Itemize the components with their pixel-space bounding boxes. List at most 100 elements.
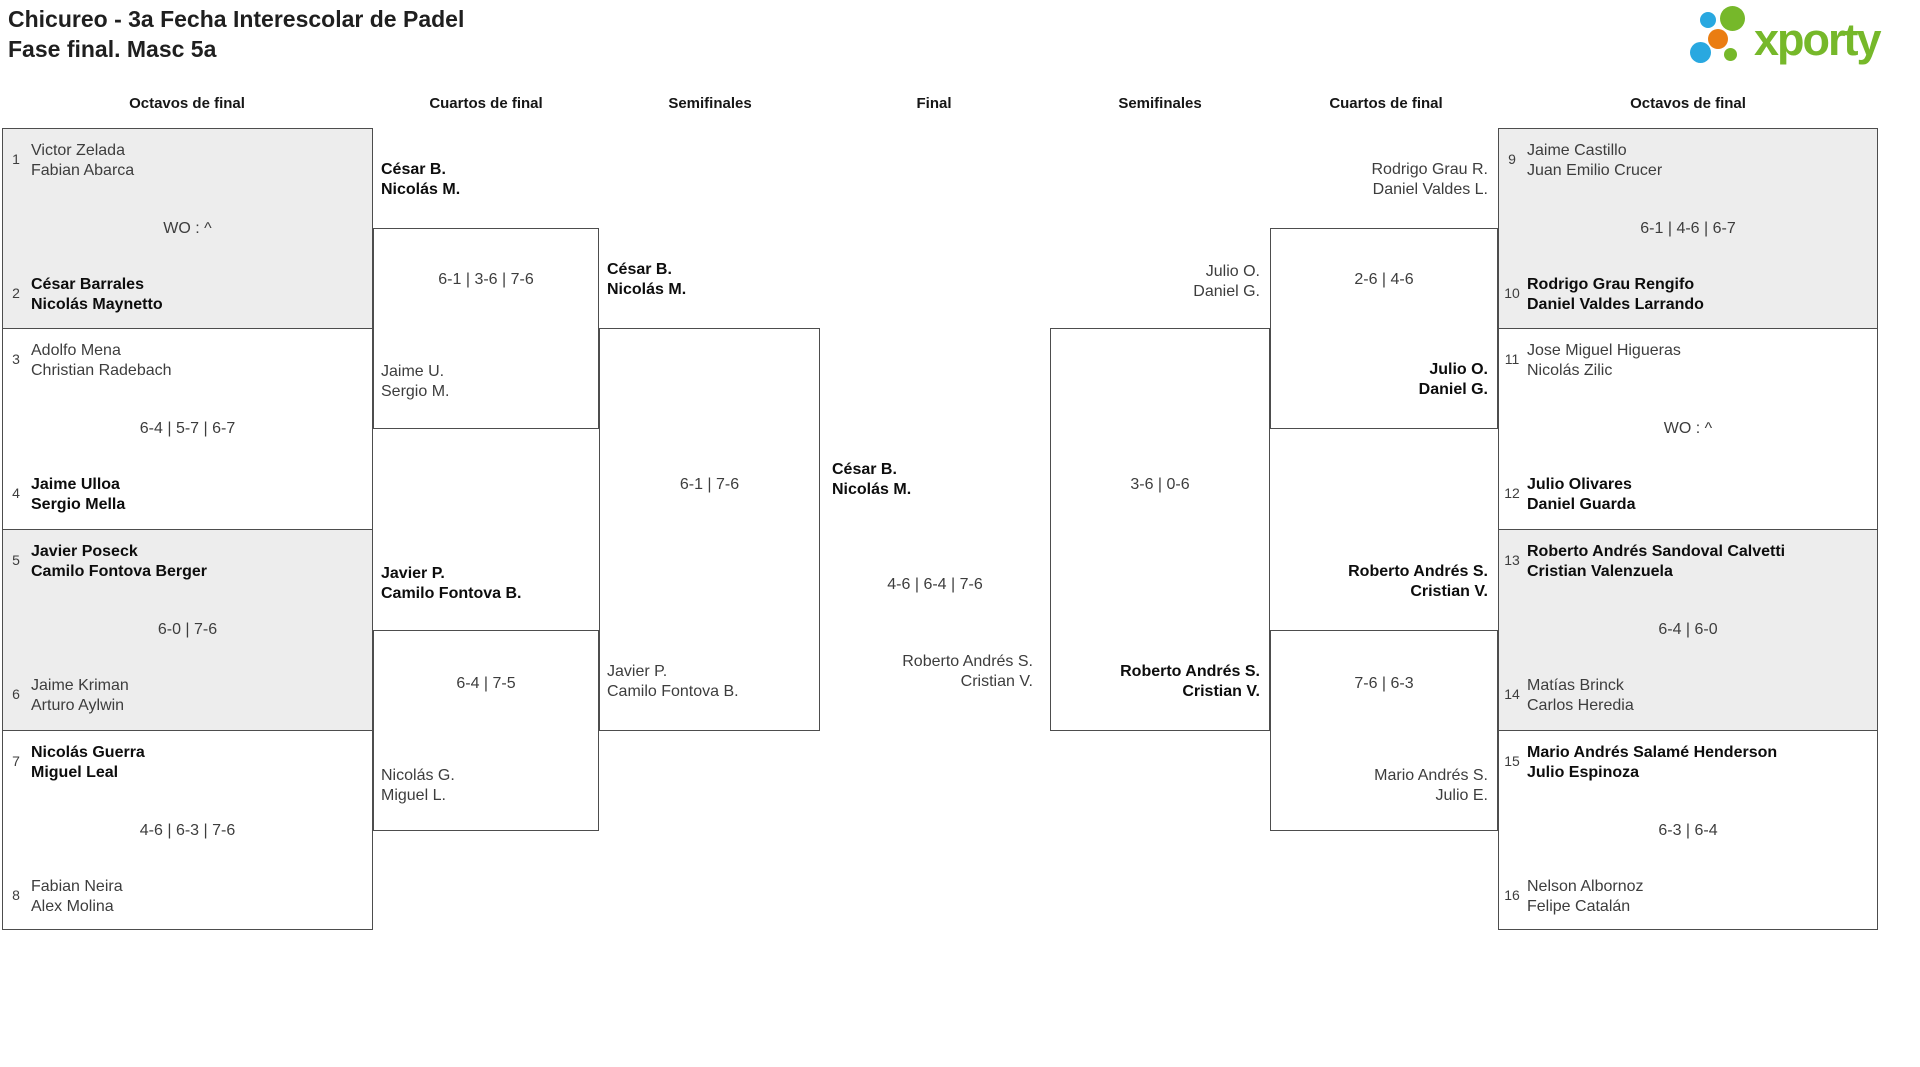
team-name-line: Julio O. [1429,361,1488,378]
team-name-line: Nicolás Zilic [1527,362,1613,379]
advancing-team-label: Jaime U. Sergio M. [381,362,449,402]
team-name-line: Camilo Fontova B. [381,585,522,602]
team-name-line: César B. [381,161,446,178]
team-name-line: Nicolás M. [832,481,912,498]
team-name-line: Juan Emilio Crucer [1527,162,1663,179]
team-name-line: Camilo Fontova B. [607,683,739,700]
team-name-line: Roberto Andrés S. [1348,563,1488,580]
seed-number: 5 [12,552,20,568]
team-name-line: Sergio M. [381,383,450,400]
team-name-line: Julio Espinoza [1527,764,1640,781]
round-header: Final [916,95,952,112]
match-score: WO : ^ [1663,420,1713,437]
team-name-line: Miguel L. [381,787,446,804]
seed-number: 11 [1504,351,1520,367]
team-name-line: Mario Andrés Salamé Henderson [1527,744,1778,761]
team-name-line: Mario Andrés S. [1374,767,1488,784]
match-score: 6-0 | 7-6 [157,621,218,638]
team-name-line: Jose Miguel Higueras [1527,342,1681,359]
bracket-connector-box [373,630,599,831]
team-name-line: Sergio Mella [31,496,126,513]
seed-number: 10 [1504,285,1520,301]
seed-number: 14 [1504,686,1520,702]
seed-number: 2 [12,285,20,301]
team-name-line: Jaime Ulloa [31,476,120,493]
bracket-connector-box [1050,328,1270,731]
advancing-team-label: Julio O. Daniel G. [1193,262,1260,302]
team-name-line: Cristian V. [1182,683,1260,700]
seed-number: 1 [12,151,20,167]
match-score: 7-6 | 6-3 [1354,675,1414,692]
seed-number: 7 [12,753,20,769]
advancing-team-label: César B.Nicolás M. [607,260,686,300]
match-score: 3-6 | 0-6 [1130,476,1190,493]
seed-number: 8 [12,887,20,903]
advancing-team-label: Roberto Andrés S.Cristian V. [1120,662,1260,702]
logo-dot-orange [1708,29,1728,49]
team-name-line: Julio O. [1205,263,1260,280]
match-score: 6-4 | 6-0 [1658,621,1718,638]
team-name-line: Christian Radebach [31,362,172,379]
match-score: 6-3 | 6-4 [1658,822,1718,839]
bracket-connector-box [1270,630,1498,831]
advancing-team-label: Rodrigo Grau R.Daniel Valdes L. [1372,160,1489,200]
seed-number: 16 [1504,887,1520,903]
team-name-line: Miguel Leal [31,764,119,781]
team-name-line: Fabian Abarca [31,162,135,179]
bracket-connector-box [1270,228,1498,429]
team-name-line: Fabian Neira [31,878,123,895]
match-score: 4-6 | 6-3 | 7-6 [139,822,236,839]
team-name-line: Nicolás G. [381,767,455,784]
tournament-name: Chicureo - 3a Fecha Interescolar de Pade… [8,6,465,32]
team-name-line: Adolfo Mena [31,342,121,359]
xporty-logo[interactable]: xporty [1688,4,1916,76]
bracket-connector-box [599,328,820,731]
team-name-line: Nicolás M. [381,181,461,198]
match-score: WO : ^ [163,220,212,237]
seed-number: 12 [1504,485,1520,501]
round-header: Semifinales [1118,95,1202,112]
advancing-team-label: Julio O.Daniel G. [1419,360,1488,400]
team-name-line: Nicolás Maynetto [31,296,163,313]
team-name-line: Nicolás Guerra [31,744,145,761]
match-score: 2-6 | 4-6 [1354,271,1414,288]
team-name-line: Jaime Kriman [31,677,129,694]
team-name-line: Daniel G. [1193,283,1260,300]
bracket-connector-box [373,228,599,429]
team-name-line: Roberto Andrés Sandoval Calvetti [1527,543,1786,560]
advancing-team-label: Mario Andrés S. Julio E. [1374,766,1488,806]
seed-number: 13 [1504,552,1520,568]
seed-number: 15 [1504,753,1520,769]
team-name-line: Roberto Andrés S. [902,653,1033,670]
match-score: 6-4 | 7-5 [456,675,516,692]
match-score: 6-1 | 7-6 [679,476,740,493]
advancing-team-label: César B. Nicolás M. [381,160,460,200]
team-name-line: Julio E. [1435,787,1488,804]
team-name-line: Cristian V. [1410,583,1488,600]
team-name-line: Arturo Aylwin [31,697,125,714]
advancing-team-label: Javier P.Camilo Fontova B. [381,564,521,604]
team-name-line: Javier Poseck [31,543,138,560]
advancing-team-label: Javier P.Camilo Fontova B. [607,662,739,702]
team-name-line: Jaime U. [381,363,445,380]
team-name-line: Rodrigo Grau R. [1371,161,1489,178]
round-header: Semifinales [668,95,752,112]
round-header: Cuartos de final [1329,95,1443,112]
logo-dot-green-small [1724,48,1737,61]
seed-number: 4 [12,485,20,501]
match-score: 6-1 | 4-6 | 6-7 [1640,220,1736,237]
seed-number: 3 [12,351,20,367]
tournament-title: Chicureo - 3a Fecha Interescolar de Pade… [8,4,464,64]
